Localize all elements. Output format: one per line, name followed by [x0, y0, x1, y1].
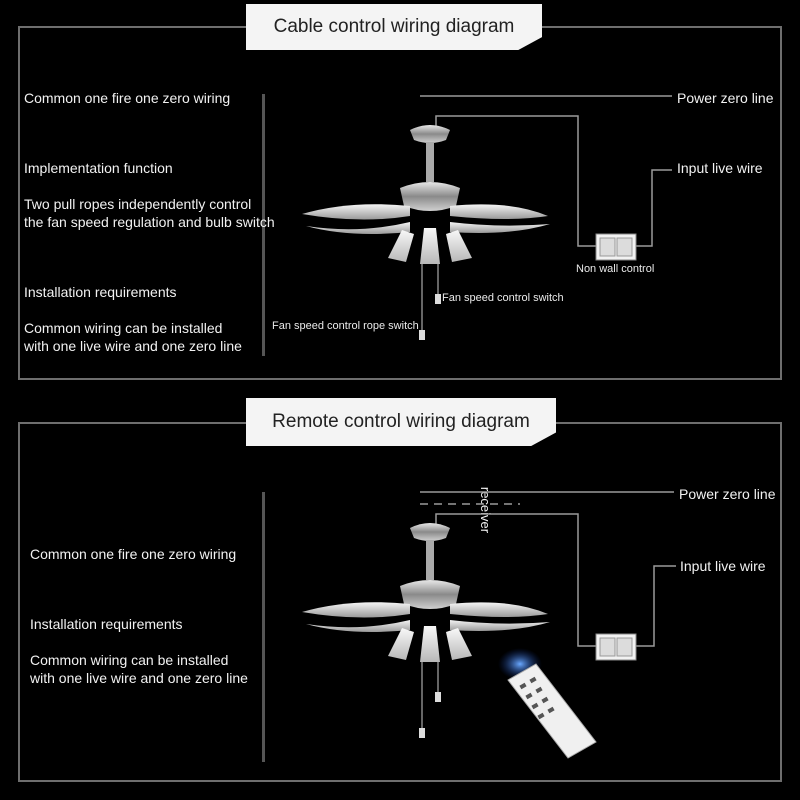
- remote-install-line2: with one live wire and one zero line: [30, 670, 248, 686]
- cable-wiring-text: Common one fire one zero wiring: [24, 90, 231, 106]
- cable-live-wire-label: Input live wire: [677, 160, 763, 176]
- cable-install-line1: Common wiring can be installed: [24, 320, 223, 336]
- cable-ceiling-fan: [302, 125, 550, 340]
- cable-wires: [420, 95, 672, 247]
- cable-install-heading: Installation requirements: [24, 284, 177, 300]
- cable-switch: [595, 233, 637, 261]
- remote-power-zero-label: Power zero line: [679, 486, 776, 502]
- remote-install-heading: Installation requirements: [30, 616, 183, 632]
- cable-title: Cable control wiring diagram: [246, 4, 542, 50]
- remote-title: Remote control wiring diagram: [246, 398, 556, 446]
- remote-live-wire-label: Input live wire: [680, 558, 766, 574]
- remote-wires: [420, 491, 676, 647]
- remote-control-icon: [498, 648, 597, 759]
- cable-function-line2: the fan speed regulation and bulb switch: [24, 214, 275, 230]
- cable-divider: [262, 94, 265, 356]
- cable-non-wall-label: Non wall control: [576, 263, 655, 275]
- cable-power-zero-label: Power zero line: [677, 90, 774, 106]
- cable-speed-switch-label: Fan speed control switch: [442, 292, 564, 304]
- remote-wiring-text: Common one fire one zero wiring: [30, 546, 237, 562]
- remote-switch: [595, 633, 637, 661]
- cable-install-line2: with one live wire and one zero line: [24, 338, 242, 354]
- remote-divider: [262, 492, 265, 762]
- remote-install-line1: Common wiring can be installed: [30, 652, 229, 668]
- remote-ceiling-fan: [302, 523, 550, 738]
- cable-rope-switch-label: Fan speed control rope switch: [272, 320, 419, 332]
- cable-function-line1: Two pull ropes independently control: [24, 196, 252, 212]
- cable-function-heading: Implementation function: [24, 160, 173, 176]
